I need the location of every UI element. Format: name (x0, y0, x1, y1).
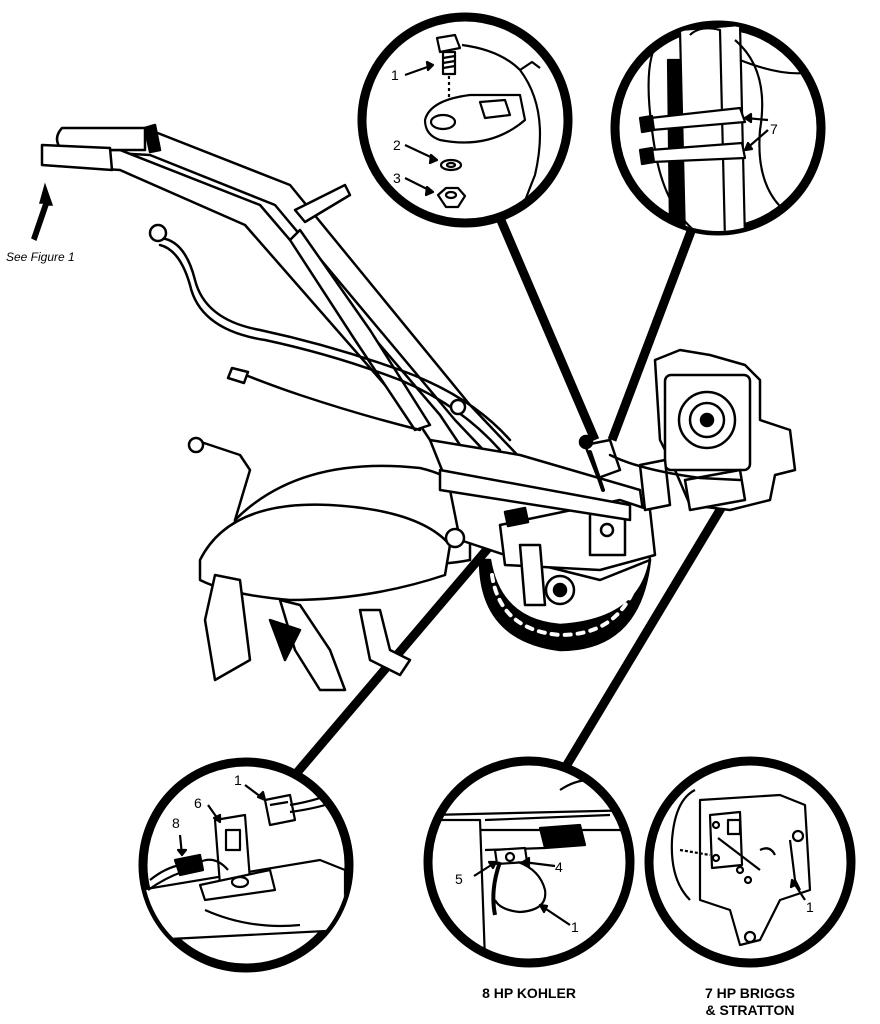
detail-circle-cable-ties: 7 (610, 20, 826, 236)
up-arrow-icon (31, 182, 54, 242)
detail-circle-hardware: 1 2 3 (357, 12, 573, 228)
caption-kohler: 8 HP KOHLER (482, 985, 576, 1001)
see-figure-pointer: See Figure 1 (6, 182, 75, 264)
detail-circle-ground-bracket: 1 6 8 (138, 757, 354, 973)
detail-circle-kohler: 5 4 1 (423, 756, 635, 968)
callout-1-ground-wire: 1 (571, 919, 579, 935)
callout-5-screw: 5 (455, 871, 463, 887)
callout-4-terminal: 4 (555, 859, 563, 875)
tiller-illustration (40, 123, 797, 692)
detail-circle-briggs: 1 (644, 756, 856, 968)
callout-1-connector: 1 (234, 772, 242, 788)
callout-1-bolt: 1 (391, 67, 399, 83)
caption-briggs-line1: 7 HP BRIGGS (705, 985, 795, 1001)
see-figure-label: See Figure 1 (6, 250, 75, 264)
callout-8-wire: 8 (172, 815, 180, 831)
callout-6-bracket: 6 (194, 795, 202, 811)
caption-briggs-line2: & STRATTON (706, 1002, 795, 1018)
callout-1-briggs-wire: 1 (806, 899, 814, 915)
leader-lines (291, 216, 739, 778)
callout-2-lockwasher: 2 (393, 137, 401, 153)
callout-7-cable-tie: 7 (770, 121, 778, 137)
callout-3-nut: 3 (393, 170, 401, 186)
